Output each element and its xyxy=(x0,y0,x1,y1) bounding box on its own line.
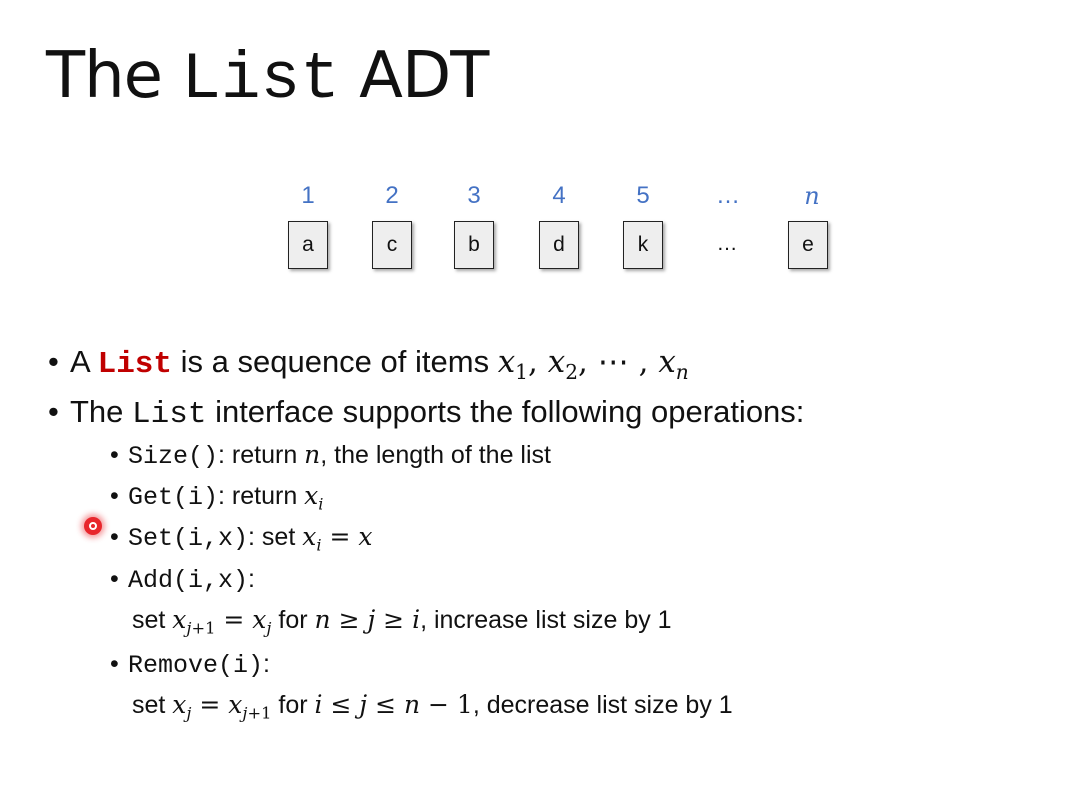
text: , decrease list size by 1 xyxy=(472,691,733,719)
text: return xyxy=(224,441,305,469)
text: set xyxy=(132,691,173,719)
math-expression: xj = xj+1 xyxy=(172,690,272,723)
bullet-list-definition: • A List is a sequence of items x1, x2, ⋯… xyxy=(48,340,689,387)
text: , increase list size by 1 xyxy=(420,606,672,634)
array-cell: c xyxy=(372,221,412,269)
bullet-dot-icon: • xyxy=(110,565,119,593)
text: : xyxy=(248,523,255,551)
slide-title: The List ADT xyxy=(46,36,489,120)
array-cell: b xyxy=(454,221,494,269)
array-index: 1 xyxy=(301,182,315,209)
text: : xyxy=(263,650,270,678)
text: : xyxy=(218,441,225,469)
bullet-list-interface: • The List interface supports the followi… xyxy=(48,390,804,437)
array-index-n: n xyxy=(804,182,820,210)
text: for xyxy=(271,606,315,634)
array-cell: k xyxy=(623,221,663,269)
math-expression: xi = x xyxy=(302,522,373,555)
laser-pointer-icon xyxy=(84,517,102,535)
array-cell-ellipsis: … xyxy=(716,232,738,255)
bullet-dot-icon: • xyxy=(48,344,59,379)
array-index: 3 xyxy=(467,182,481,209)
op-signature: Size() xyxy=(128,442,219,471)
text: The xyxy=(70,394,133,429)
text: is a sequence of items xyxy=(172,344,498,379)
op-signature: Remove(i) xyxy=(128,651,264,680)
math-expression: xi xyxy=(304,481,324,514)
text: A xyxy=(70,344,98,379)
bullet-dot-icon: • xyxy=(110,523,119,551)
title-text-adt: ADT xyxy=(339,39,489,113)
array-index: 4 xyxy=(552,182,566,209)
bullet-dot-icon: • xyxy=(110,441,119,469)
bullet-dot-icon: • xyxy=(48,394,59,429)
bullet-dot-icon: • xyxy=(110,650,119,678)
array-cell: d xyxy=(539,221,579,269)
op-add: • Add(i,x): xyxy=(110,561,255,599)
op-remove-detail: set xj = xj+1 for i ≤ j ≤ n − 1, decreas… xyxy=(132,687,733,723)
keyword-list: List xyxy=(97,347,173,382)
text: interface supports the following operati… xyxy=(206,394,805,429)
op-set: • Set(i,x): set xi = x xyxy=(110,519,373,557)
op-signature: Add(i,x) xyxy=(128,566,249,595)
text: return xyxy=(224,482,305,510)
bullet-dot-icon: • xyxy=(110,482,119,510)
text: : xyxy=(218,482,225,510)
title-code-list: List xyxy=(181,42,340,117)
array-cell: e xyxy=(788,221,828,269)
text: for xyxy=(271,691,315,719)
title-text-the: The xyxy=(46,39,182,113)
op-add-detail: set xj+1 = xj for n ≥ j ≥ i, increase li… xyxy=(132,602,672,638)
array-index: 2 xyxy=(385,182,399,209)
math-expression: n ≥ j ≥ i xyxy=(314,605,421,634)
op-get: • Get(i): return xi xyxy=(110,478,323,516)
code-list: List xyxy=(132,397,207,432)
text: set xyxy=(132,606,173,634)
text: set xyxy=(254,523,303,551)
array-index-row: 1 2 3 4 5 … n xyxy=(0,178,1076,214)
op-signature: Get(i) xyxy=(128,483,219,512)
array-cell: a xyxy=(288,221,328,269)
array-index-ellipsis: … xyxy=(716,182,740,209)
array-index: 5 xyxy=(636,182,650,209)
op-size: • Size(): return n, the length of the lis… xyxy=(110,437,551,475)
text: : xyxy=(248,565,255,593)
op-remove: • Remove(i): xyxy=(110,646,270,684)
math-var: n xyxy=(304,440,321,469)
math-sequence: x1, x2, ⋯ , xn xyxy=(497,344,689,385)
text: , the length of the list xyxy=(320,441,551,469)
math-expression: xj+1 = xj xyxy=(172,605,272,638)
op-signature: Set(i,x) xyxy=(128,524,249,553)
array-cells-row: a c b d k … e xyxy=(0,221,1076,271)
math-expression: i ≤ j ≤ n − 1 xyxy=(314,690,473,719)
